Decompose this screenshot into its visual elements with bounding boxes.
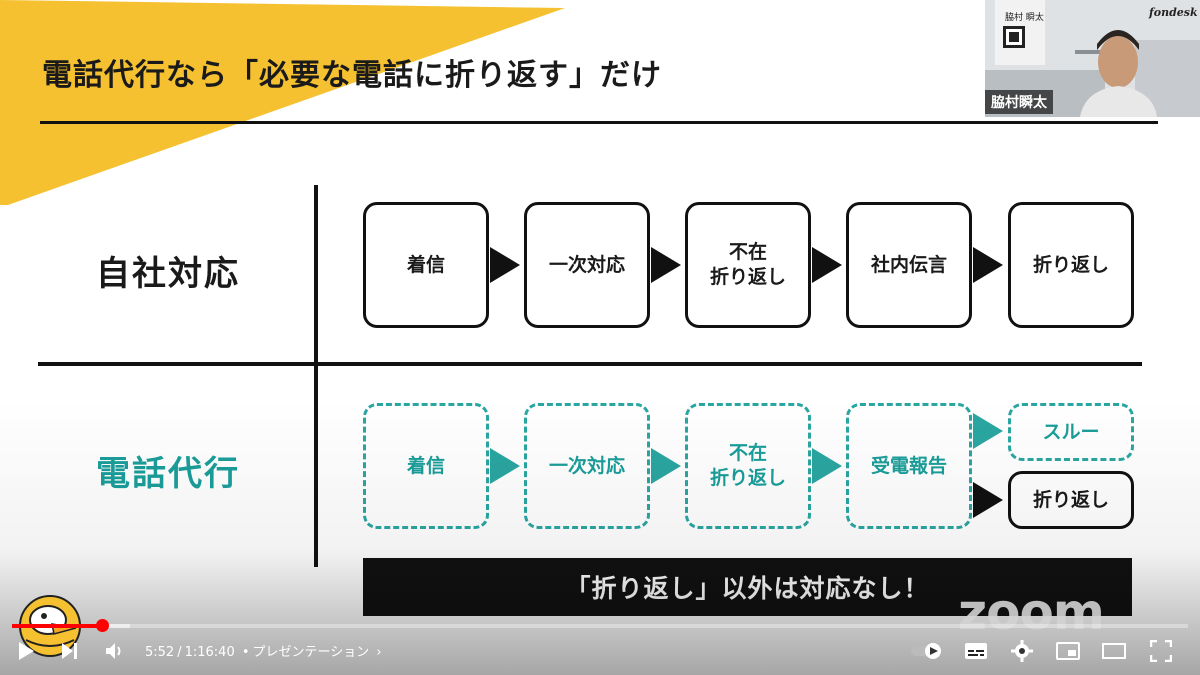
current-time: 5:52 bbox=[145, 645, 175, 660]
arrow-right-icon bbox=[651, 448, 681, 484]
chapter-title-button[interactable]: プレゼンテーション bbox=[252, 645, 370, 660]
self-step-5: 折り返し bbox=[1008, 202, 1134, 328]
volume-icon bbox=[106, 643, 121, 659]
next-icon bbox=[62, 643, 77, 659]
table-horizontal-divider bbox=[38, 362, 1142, 366]
slide-title: 電話代行なら「必要な電話に折り返す」だけ bbox=[42, 58, 662, 93]
title-divider bbox=[40, 121, 1158, 124]
webcam-brand-logo: fondesk bbox=[1149, 6, 1198, 19]
fullscreen-icon bbox=[1150, 640, 1172, 662]
arrow-right-icon bbox=[812, 247, 842, 283]
self-step-2: 一次対応 bbox=[524, 202, 650, 328]
agent-step-3: 不在 折り返し bbox=[685, 403, 811, 529]
progress-scrubber-handle[interactable] bbox=[96, 619, 109, 632]
play-icon bbox=[19, 642, 34, 660]
agent-step-2: 一次対応 bbox=[524, 403, 650, 529]
time-display: 5:52/1:16:40 •プレゼンテーション › bbox=[145, 641, 385, 660]
self-step-1: 着信 bbox=[363, 202, 489, 328]
theater-mode-icon bbox=[1102, 643, 1126, 659]
subtitles-icon bbox=[965, 643, 987, 659]
autoplay-toggle-icon bbox=[911, 643, 941, 659]
arrow-right-icon bbox=[973, 482, 1003, 518]
row-label-self: 自社対応 bbox=[96, 254, 240, 294]
row-label-agent: 電話代行 bbox=[96, 454, 240, 494]
play-button[interactable] bbox=[14, 640, 38, 662]
arrow-right-icon bbox=[651, 247, 681, 283]
arrow-right-icon bbox=[490, 448, 520, 484]
table-vertical-divider bbox=[314, 185, 318, 567]
autoplay-toggle[interactable] bbox=[910, 641, 946, 661]
next-button[interactable] bbox=[58, 640, 82, 662]
summary-banner: 「折り返し」以外は対応なし！ bbox=[363, 558, 1132, 616]
fullscreen-button[interactable] bbox=[1148, 639, 1174, 663]
chapter-dot: • bbox=[241, 645, 250, 660]
agent-step-1: 着信 bbox=[363, 403, 489, 529]
time-separator: / bbox=[177, 645, 182, 660]
agent-branch-callback: 折り返し bbox=[1008, 471, 1134, 529]
miniplayer-icon bbox=[1056, 642, 1080, 660]
progress-played bbox=[12, 624, 102, 628]
chevron-right-icon[interactable]: › bbox=[376, 645, 382, 660]
miniplayer-button[interactable] bbox=[1055, 640, 1081, 662]
settings-button[interactable] bbox=[1010, 639, 1034, 663]
arrow-right-icon bbox=[973, 413, 1003, 449]
arrow-right-icon bbox=[812, 448, 842, 484]
subtitles-button[interactable] bbox=[963, 640, 989, 662]
presenter-name-tag: 脇村瞬太 bbox=[985, 90, 1053, 114]
self-step-4: 社内伝言 bbox=[846, 202, 972, 328]
agent-step-4: 受電報告 bbox=[846, 403, 972, 529]
presenter-webcam: 脇村 瞬太 fondesk 脇村瞬太 bbox=[985, 0, 1200, 117]
agent-branch-through: スルー bbox=[1008, 403, 1134, 461]
theater-mode-button[interactable] bbox=[1101, 640, 1127, 662]
progress-bar[interactable] bbox=[12, 624, 1188, 628]
arrow-right-icon bbox=[973, 247, 1003, 283]
arrow-right-icon bbox=[490, 247, 520, 283]
duration: 1:16:40 bbox=[184, 645, 235, 660]
gear-icon bbox=[1011, 640, 1033, 662]
volume-button[interactable] bbox=[103, 640, 127, 662]
webcam-card-name: 脇村 瞬太 bbox=[1005, 13, 1044, 23]
zoom-watermark: zoom bbox=[958, 583, 1105, 641]
self-step-3: 不在 折り返し bbox=[685, 202, 811, 328]
